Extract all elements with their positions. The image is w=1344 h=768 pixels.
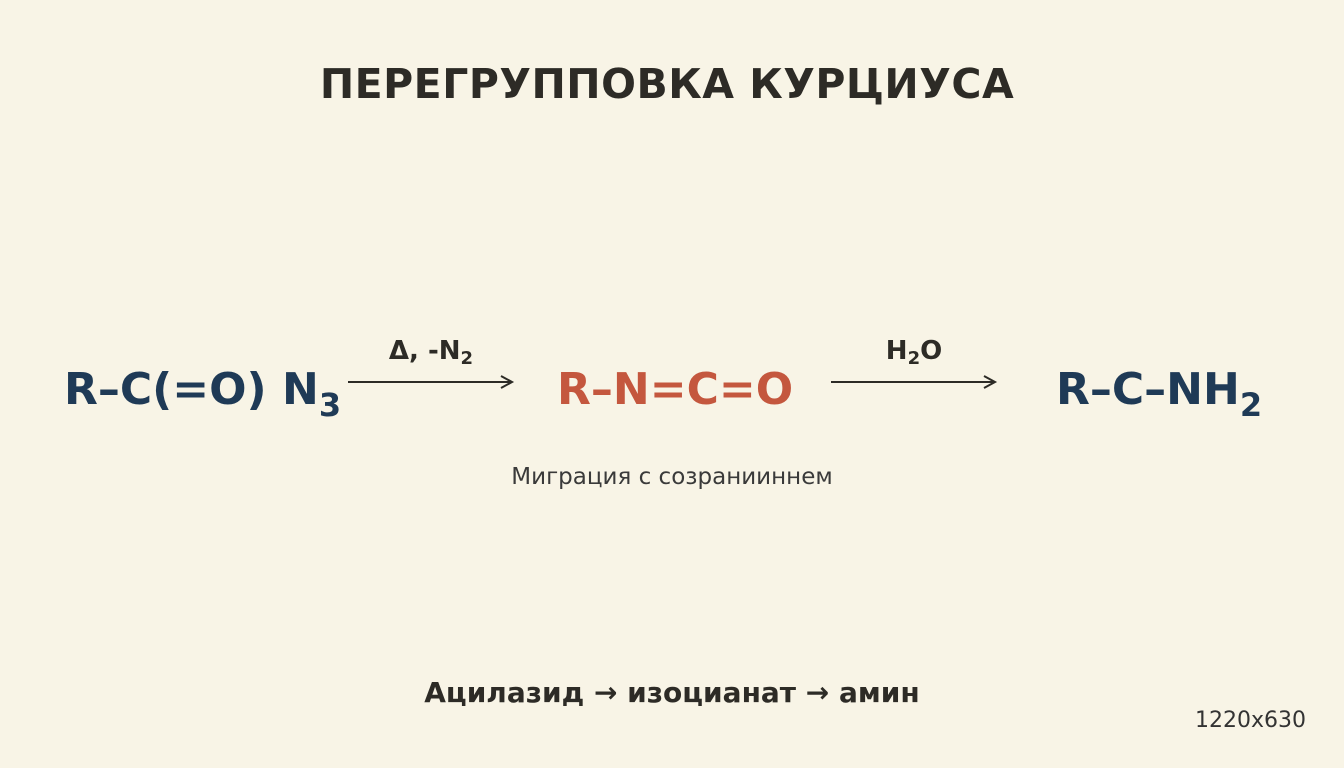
product-main: R–C–NH — [1056, 364, 1240, 415]
reaction-arrow-1 — [348, 375, 515, 389]
reactant-subscript: 3 — [318, 386, 342, 424]
intermediate-formula: R–N=C=O — [557, 364, 794, 415]
page-title: ПЕРЕГРУППОВКА КУРЦИУСА — [319, 60, 1015, 108]
product-formula: R–C–NH2 — [1056, 360, 1262, 421]
step1-condition-main: Δ, -N — [388, 336, 461, 366]
step2-condition: H2O — [831, 336, 997, 369]
step1-condition-subscript: 2 — [460, 348, 474, 369]
step2-condition-subscript: 2 — [907, 348, 921, 369]
product-subscript: 2 — [1239, 386, 1263, 424]
step2-condition-post: O — [920, 336, 943, 366]
dimensions-label: 1220x630 — [1195, 708, 1306, 733]
reactant-formula: R–C(=O) N3 — [64, 360, 341, 421]
reaction-summary: Ацилазид → изоцианат → амин — [424, 676, 920, 709]
migration-caption: Миграция с созранииннем — [511, 464, 833, 490]
reaction-arrow-2 — [831, 375, 998, 389]
reactant-main: R–C(=O) N — [64, 364, 319, 415]
step1-condition: Δ, -N2 — [348, 336, 514, 369]
step2-condition-pre: H — [885, 336, 908, 366]
